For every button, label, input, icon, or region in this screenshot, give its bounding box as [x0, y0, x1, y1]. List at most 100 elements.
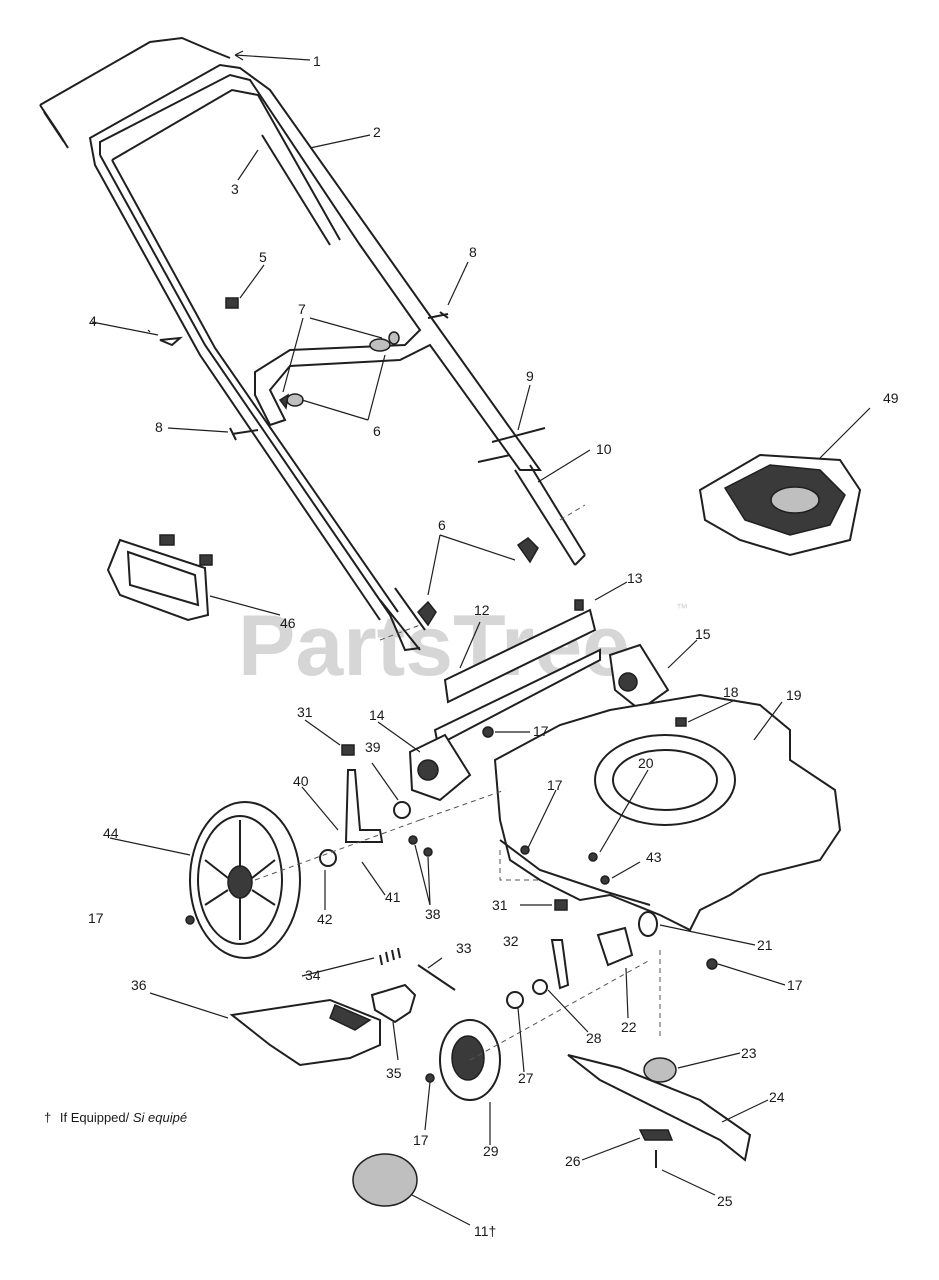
part-upper-handle: [88, 63, 542, 652]
callout-4: 4: [89, 313, 97, 329]
callout-40: 40: [293, 773, 309, 789]
callout-28: 28: [586, 1030, 602, 1046]
callout-1: 1: [313, 53, 321, 69]
callout-8b: 8: [155, 419, 163, 435]
part-blade-adapter-26: [638, 1129, 674, 1141]
part-mower-deck: [493, 693, 842, 932]
callout-42: 42: [317, 911, 333, 927]
part-discharge-chute: [229, 998, 381, 1067]
callout-31a: 31: [297, 704, 313, 720]
callout-32: 32: [503, 933, 519, 949]
part-screw-20: [588, 852, 598, 862]
part-mulch-plug: [352, 1153, 418, 1207]
callout-36: 36: [131, 977, 147, 993]
assembly-line-c: [379, 504, 586, 641]
part-cable: [261, 134, 331, 246]
part-wingnut-7a: [369, 338, 391, 352]
part-nut-17d: [482, 726, 494, 738]
callout-14: 14: [369, 707, 385, 723]
callout-15: 15: [695, 626, 711, 642]
part-control-bail: [39, 36, 231, 149]
part-pivot-22: [596, 926, 634, 967]
callout-31b: 31: [492, 897, 508, 913]
footnote-italic: Si equipé: [133, 1110, 187, 1125]
callout-46: 46: [280, 615, 296, 631]
callout-43: 43: [646, 849, 662, 865]
part-spring-34: [379, 947, 401, 966]
part-screw-38a: [408, 835, 418, 845]
part-clip-31b: [554, 899, 568, 911]
part-bag-frame: [106, 534, 213, 622]
part-washer-28: [532, 979, 548, 995]
callout-8a: 8: [469, 244, 477, 260]
svg-text:† If Equipped/ Si: † If Equipped/ Si equipé: [44, 1110, 187, 1125]
callout-18: 18: [723, 684, 739, 700]
part-clip-18: [675, 717, 687, 727]
callout-11: 11†: [474, 1223, 496, 1239]
callout-17d: 17: [787, 977, 803, 993]
part-nut-17a: [425, 1073, 435, 1083]
part-knob-6a: [286, 393, 304, 407]
part-screw-38b: [423, 847, 433, 857]
part-rod-10: [477, 454, 511, 463]
part-washer-39: [393, 801, 411, 819]
part-knob-6b: [516, 537, 539, 564]
callout-17a: 17: [533, 723, 549, 739]
callout-20: 20: [638, 755, 654, 771]
callout-24: 24: [769, 1089, 785, 1105]
part-wingnut-7b: [388, 331, 400, 345]
callout-44: 44: [103, 825, 119, 841]
callout-41: 41: [385, 889, 401, 905]
callout-6a: 6: [373, 423, 381, 439]
callout-10: 10: [596, 441, 612, 457]
part-engine-cover: [698, 453, 862, 557]
assembly-line-a: [254, 789, 540, 881]
callout-19: 19: [786, 687, 802, 703]
leader-lines: [91, 50, 871, 1226]
callout-3: 3: [231, 181, 239, 197]
part-bracket-32: [550, 939, 570, 990]
part-axle-bracket-41: [344, 769, 384, 843]
part-bolt-8b: [229, 427, 259, 441]
part-height-adjuster-right: [608, 643, 670, 712]
callout-17b: 17: [547, 777, 563, 793]
part-nut-17b: [185, 915, 195, 925]
callout-9: 9: [526, 368, 534, 384]
callout-26: 26: [565, 1153, 581, 1169]
callout-39: 39: [365, 739, 381, 755]
part-bolt-42: [319, 849, 337, 867]
footnote-dagger: †: [44, 1110, 51, 1125]
callout-49: 49: [883, 390, 899, 406]
part-bolt-27: [506, 991, 524, 1009]
callout-17e: 17: [413, 1132, 429, 1148]
callout-13: 13: [627, 570, 643, 586]
callout-22: 22: [621, 1019, 637, 1035]
callout-2: 2: [373, 124, 381, 140]
callout-23: 23: [741, 1045, 757, 1061]
assembly-line-b: [469, 950, 661, 1061]
watermark-trademark: ™: [676, 601, 688, 615]
part-knob-5: [225, 297, 239, 309]
part-clip-31a: [341, 744, 355, 756]
callout-27: 27: [518, 1070, 534, 1086]
footnote: † If Equipped/ Si equipé: [44, 1110, 187, 1125]
callout-12: 12: [474, 602, 490, 618]
callout-33: 33: [456, 940, 472, 956]
part-bracket-35: [370, 983, 417, 1024]
part-screw-43: [600, 875, 610, 885]
part-washer-21: [638, 911, 658, 937]
callout-21: 21: [757, 937, 773, 953]
part-blade: [567, 1054, 752, 1162]
part-knob-7c: [278, 393, 289, 410]
callout-38: 38: [425, 906, 441, 922]
callout-35: 35: [386, 1065, 402, 1081]
callout-25: 25: [717, 1193, 733, 1209]
part-rod-9: [491, 427, 546, 443]
footnote-text: If Equipped/: [60, 1110, 130, 1125]
callout-6b: 6: [438, 517, 446, 533]
part-lower-handle: [379, 464, 586, 651]
part-nut-17e: [520, 845, 530, 855]
part-rod-33: [417, 964, 456, 991]
